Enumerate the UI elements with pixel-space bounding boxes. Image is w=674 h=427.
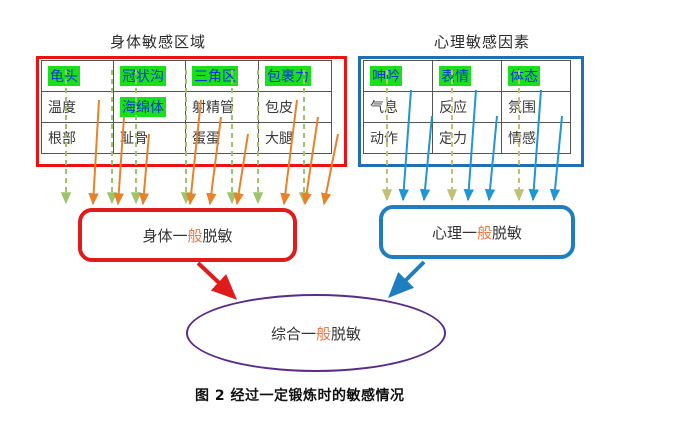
table-cell[interactable]: 动作 <box>363 122 433 154</box>
table-cell[interactable]: 蛋蛋 <box>185 122 259 154</box>
cell-text: 情感 <box>508 131 536 147</box>
overall-desensitization-prefix: 综合一 <box>270 324 316 343</box>
table-cell[interactable]: 情感 <box>501 122 571 154</box>
left-section-title: 身体敏感区域 <box>110 33 207 51</box>
body-sensitive-zones-table: 龟头 冠状沟 三角区 包裹力 温度 海绵体 射精管 包皮 根部 耻骨 蛋蛋 大腿 <box>41 60 332 154</box>
mental-desensitization-accent: 般 <box>476 223 492 242</box>
mental-sensitive-factors-table: 呻吟 表情 体态 气息 反应 氛围 动作 定力 情感 <box>363 60 571 154</box>
table-cell[interactable]: 根部 <box>41 122 114 154</box>
table-cell[interactable]: 耻骨 <box>113 122 186 154</box>
table-cell[interactable]: 反应 <box>432 91 502 123</box>
cell-text: 蛋蛋 <box>192 131 220 147</box>
cell-text: 氛围 <box>508 100 536 116</box>
table-cell[interactable]: 氛围 <box>501 91 571 123</box>
cell-text: 包裹力 <box>265 66 311 86</box>
cell-text: 体态 <box>508 66 540 86</box>
cell-text: 反应 <box>439 100 467 116</box>
cell-text: 海绵体 <box>120 97 166 117</box>
mental-desensitization-suffix: 脱敏 <box>492 223 523 242</box>
cell-text: 龟头 <box>48 66 80 86</box>
table-row: 温度 海绵体 射精管 包皮 <box>41 91 332 123</box>
cell-text: 温度 <box>48 100 76 116</box>
figure-caption: 图 2 经过一定锻炼时的敏感情况 <box>195 388 405 404</box>
table-cell[interactable]: 体态 <box>501 60 571 92</box>
table-cell[interactable]: 射精管 <box>185 91 259 123</box>
table-cell[interactable]: 海绵体 <box>113 91 186 123</box>
body-desensitization-prefix: 身体一 <box>142 226 188 245</box>
table-row: 气息 反应 氛围 <box>363 91 571 123</box>
cell-text: 表情 <box>439 66 471 86</box>
table-row: 龟头 冠状沟 三角区 包裹力 <box>41 60 332 92</box>
cell-text: 射精管 <box>192 100 234 116</box>
cell-text: 呻吟 <box>370 66 402 86</box>
mental-desensitization-prefix: 心理一 <box>431 223 477 242</box>
table-cell[interactable]: 三角区 <box>185 60 259 92</box>
table-cell[interactable]: 龟头 <box>41 60 114 92</box>
table-row: 动作 定力 情感 <box>363 122 571 154</box>
table-cell[interactable]: 呻吟 <box>363 60 433 92</box>
cell-text: 气息 <box>370 100 398 116</box>
right-section-title: 心理敏感因素 <box>434 33 531 51</box>
body-desensitization-accent: 般 <box>187 226 203 245</box>
table-row: 根部 耻骨 蛋蛋 大腿 <box>41 122 332 154</box>
cell-text: 包皮 <box>265 100 293 116</box>
body-to-summary-arrow <box>196 261 238 300</box>
body-desensitization-box[interactable]: 身体一般脱敏 <box>78 208 297 262</box>
overall-desensitization-accent: 般 <box>315 324 331 343</box>
table-cell[interactable]: 气息 <box>363 91 433 123</box>
overall-desensitization-ellipse[interactable]: 综合一般脱敏 <box>186 294 446 372</box>
table-cell[interactable]: 大腿 <box>258 122 332 154</box>
cell-text: 定力 <box>439 131 467 147</box>
table-cell[interactable]: 表情 <box>432 60 502 92</box>
cell-text: 耻骨 <box>120 131 148 147</box>
mental-to-summary-arrow <box>388 260 426 298</box>
table-cell[interactable]: 定力 <box>432 122 502 154</box>
body-desensitization-suffix: 脱敏 <box>202 226 233 245</box>
mental-desensitization-box[interactable]: 心理一般脱敏 <box>379 205 575 259</box>
table-cell[interactable]: 包裹力 <box>258 60 332 92</box>
table-cell[interactable]: 温度 <box>41 91 114 123</box>
cell-text: 三角区 <box>192 66 238 86</box>
cell-text: 大腿 <box>265 131 293 147</box>
cell-text: 根部 <box>48 131 76 147</box>
cell-text: 动作 <box>370 131 398 147</box>
overall-desensitization-suffix: 脱敏 <box>331 324 362 343</box>
table-cell[interactable]: 冠状沟 <box>113 60 186 92</box>
table-cell[interactable]: 包皮 <box>258 91 332 123</box>
table-row: 呻吟 表情 体态 <box>363 60 571 92</box>
cell-text: 冠状沟 <box>120 66 166 86</box>
